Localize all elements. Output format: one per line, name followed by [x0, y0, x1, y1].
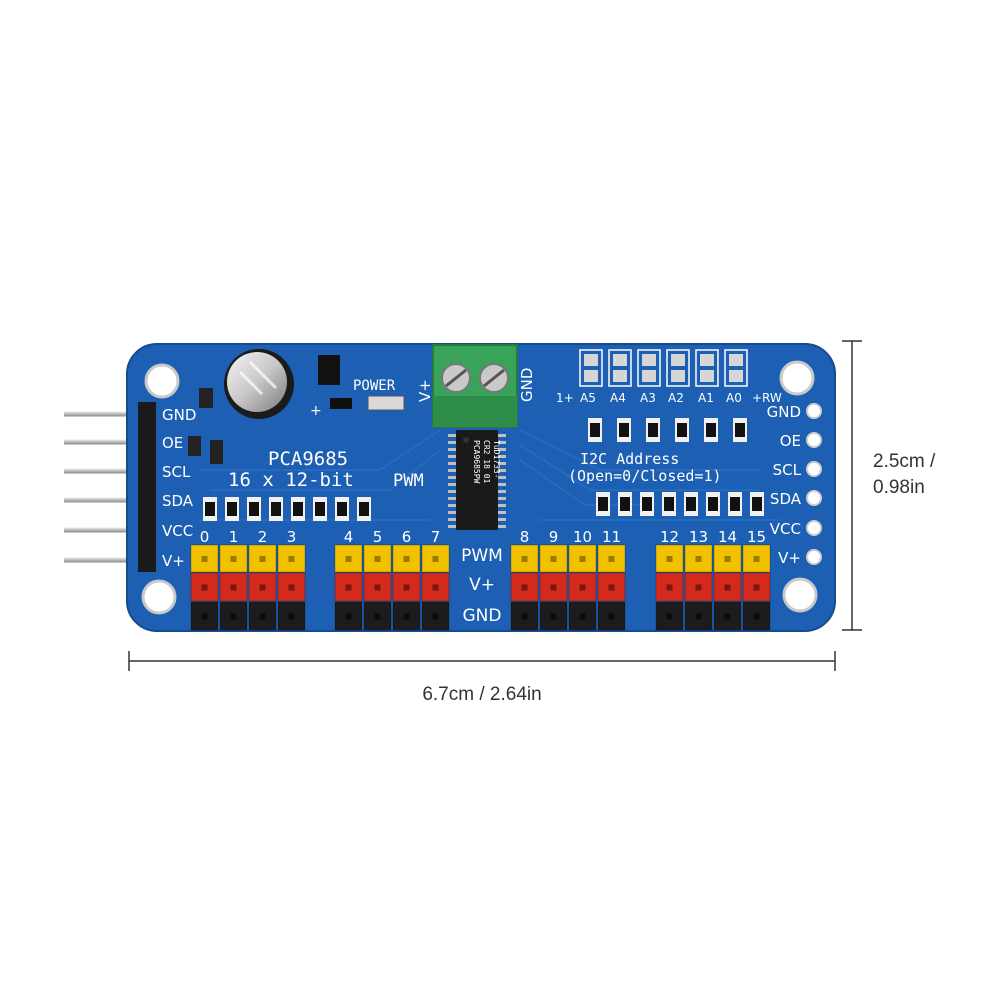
electrolytic-capacitor: + — [224, 349, 322, 419]
power-led — [367, 395, 405, 411]
channel-label: 13 — [689, 528, 708, 546]
right-pin-label: SDA — [770, 490, 802, 508]
channel-label: 14 — [718, 528, 737, 546]
right-pin-label: V+ — [778, 549, 801, 567]
header-pin — [64, 439, 144, 445]
pin-pad — [806, 432, 822, 448]
height-dimension: 2.5cm / 0.98in — [842, 340, 936, 631]
servo-headers — [190, 544, 771, 631]
pwm-resistors-left — [203, 497, 371, 521]
ic-marking: PCA9685PW — [472, 440, 481, 484]
left-pin-label: OE — [162, 434, 183, 452]
address-label: A5 — [580, 391, 596, 405]
right-pin-label: GND — [767, 403, 801, 421]
pin-pad — [806, 461, 822, 477]
pwm-title: PWM — [393, 471, 424, 491]
header-pin — [64, 527, 144, 533]
right-pin-label: VCC — [770, 520, 801, 538]
channel-label: 2 — [258, 528, 268, 546]
address-label: A3 — [640, 391, 656, 405]
ic-marking: CR2 18 01 — [482, 440, 491, 484]
svg-text:+: + — [310, 403, 322, 419]
left-pin-label: GND — [162, 406, 196, 424]
pin-pad — [806, 549, 822, 565]
channel-label: 3 — [287, 528, 297, 546]
channel-label: 10 — [573, 528, 592, 546]
height-label-line2: 0.98in — [873, 477, 925, 498]
left-pin-label: SCL — [162, 463, 191, 481]
channel-label: 12 — [660, 528, 679, 546]
smd-components — [188, 436, 223, 464]
header-pin — [655, 572, 684, 602]
channel-label: 7 — [431, 528, 441, 546]
address-labels: 1+ A5 A4 A3 A2 A1 A0 +RW — [556, 391, 782, 405]
power-label: POWER — [353, 378, 396, 394]
header-pin — [64, 497, 144, 503]
pin-pad — [806, 403, 822, 419]
row-label-gnd: GND — [463, 606, 502, 626]
width-dimension: 6.7cm / 2.64in — [128, 651, 836, 705]
terminal-gnd-label: GND — [518, 368, 536, 402]
row-label-vplus: V+ — [469, 575, 495, 595]
address-label: A2 — [668, 391, 684, 405]
header-pin — [568, 572, 597, 602]
height-label-line1: 2.5cm / — [873, 451, 936, 472]
address-label: A1 — [698, 391, 714, 405]
i2c-address-jumpers — [579, 349, 748, 387]
header-pin — [64, 468, 144, 474]
right-pin-label: SCL — [773, 461, 802, 479]
row-label-pwm: PWM — [461, 546, 503, 566]
ic-marking: TuD1733- — [492, 440, 501, 479]
channel-label: 15 — [747, 528, 766, 546]
channel-label: 6 — [402, 528, 412, 546]
left-male-header — [64, 411, 144, 563]
pin-pad — [806, 490, 822, 506]
address-label: A4 — [610, 391, 626, 405]
screw-terminal: V+ GND — [416, 344, 536, 428]
address-resistors — [588, 418, 747, 442]
cap-smd — [199, 388, 213, 408]
left-pin-label: SDA — [162, 492, 194, 510]
header-pin — [510, 572, 539, 602]
left-pin-label: VCC — [162, 522, 193, 540]
header-pin — [597, 544, 626, 573]
channel-label: 9 — [549, 528, 559, 546]
right-pin-label: OE — [780, 432, 801, 450]
right-pin-pads: GND OE SCL SDA VCC V+ — [767, 403, 822, 567]
left-pin-label: V+ — [162, 552, 185, 570]
subtitle: 16 x 12-bit — [228, 469, 354, 491]
channel-label: 5 — [373, 528, 383, 546]
i2c-subtitle: (Open=0/Closed=1) — [568, 467, 722, 485]
chip-name: PCA9685 — [268, 448, 348, 470]
channel-label: 8 — [520, 528, 530, 546]
pin-pad — [806, 520, 822, 536]
i2c-title: I2C Address — [580, 450, 679, 468]
header-pin — [64, 411, 144, 417]
mounting-hole — [141, 360, 818, 615]
address-label: +RW — [752, 391, 782, 405]
header-pin — [597, 601, 626, 631]
address-label: A0 — [726, 391, 742, 405]
pwm-resistors-right — [596, 492, 764, 516]
left-pin-labels: GND OE SCL SDA VCC V+ — [162, 406, 196, 570]
channel-label: 0 — [200, 528, 210, 546]
channel-label: 1 — [229, 528, 239, 546]
address-label: 1+ — [556, 391, 574, 405]
width-label: 6.7cm / 2.64in — [422, 684, 541, 705]
resistor-power — [330, 398, 352, 409]
transistor — [318, 355, 340, 385]
header-pin — [64, 557, 144, 563]
terminal-vplus-label: V+ — [416, 379, 434, 402]
channel-label: 4 — [344, 528, 354, 546]
left-header-housing — [138, 402, 156, 572]
channel-label: 11 — [602, 528, 621, 546]
